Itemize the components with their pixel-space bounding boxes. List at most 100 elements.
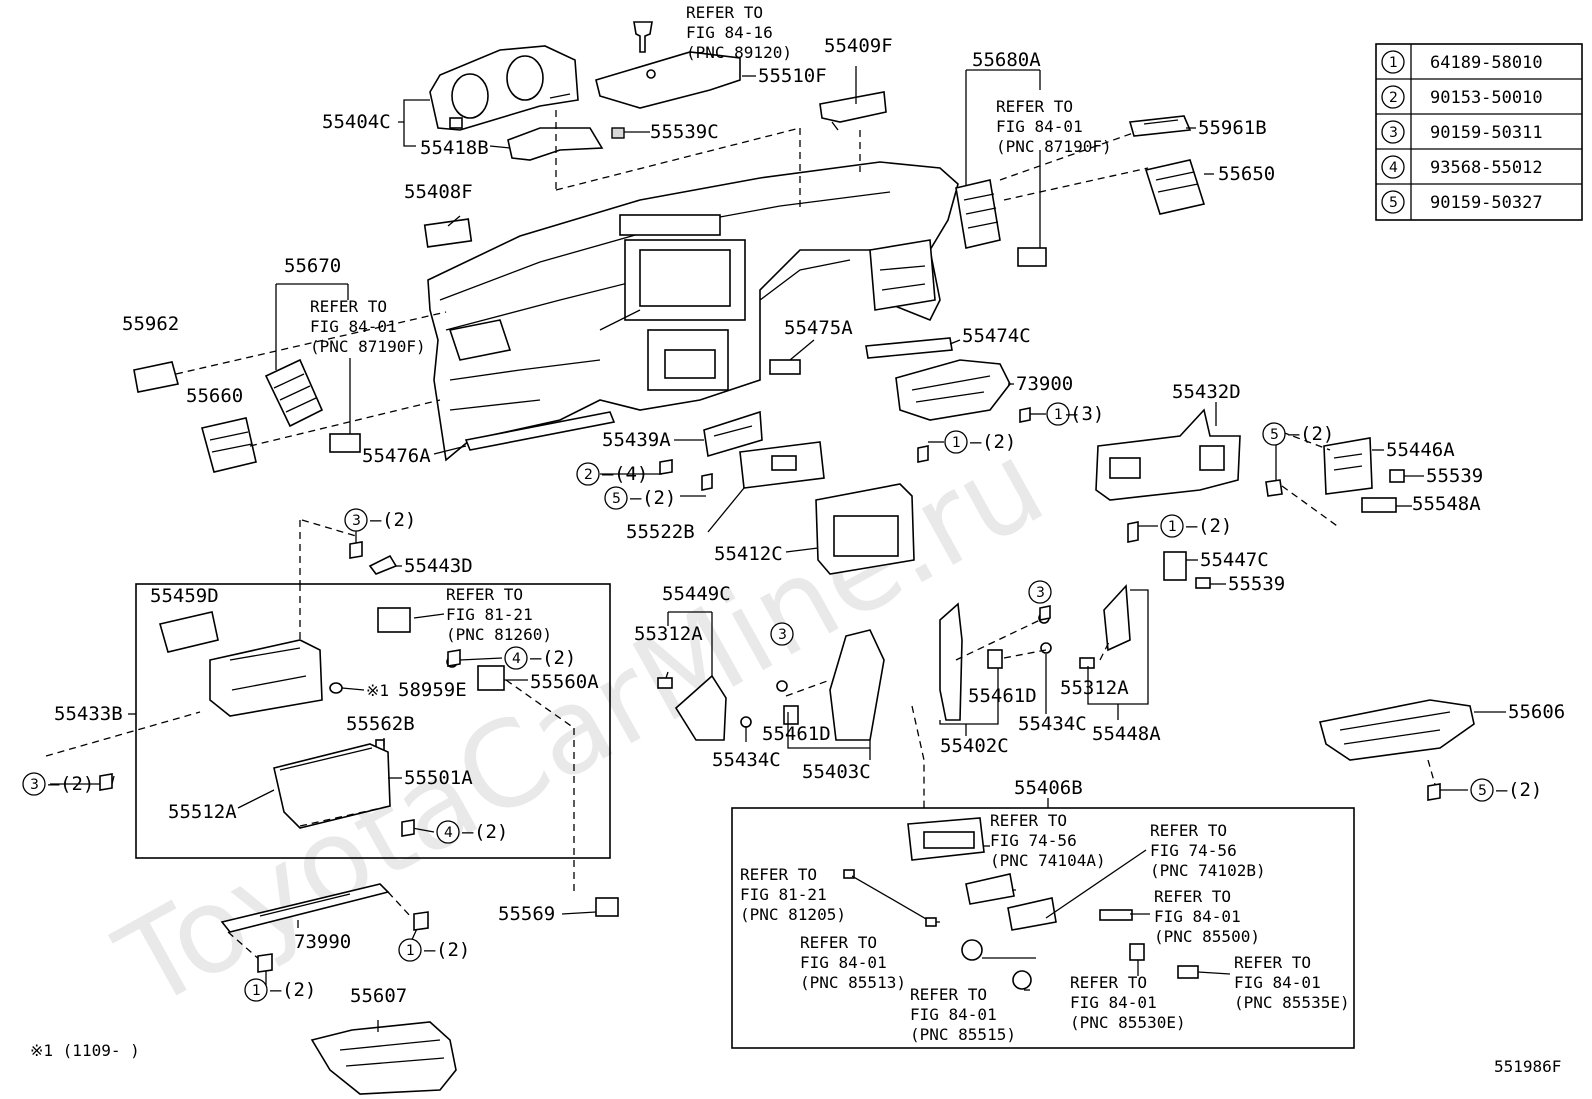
bulb-85530e	[1129, 943, 1145, 961]
side-defroster-right-drawing	[1128, 115, 1192, 137]
fastener-callouts: 1 (3) – 1 –(2) 2 –(4) 5 –(2) 5 –(2) 1 –(…	[22, 402, 1542, 1002]
label-55412c: 55412C	[714, 543, 783, 565]
svg-text:REFER TO: REFER TO	[740, 865, 817, 884]
footnote: ※1 (1109- )	[30, 1041, 140, 1060]
meter-cover-drawing	[507, 127, 604, 161]
label-55447c: 55447C	[1200, 549, 1269, 571]
svg-text:FIG 84-16: FIG 84-16	[686, 23, 773, 42]
svg-text:1: 1	[406, 943, 415, 959]
label-55607: 55607	[350, 985, 407, 1007]
label-55539-a: 55539	[1426, 465, 1483, 487]
svg-text:5: 5	[1478, 783, 1487, 799]
bracket-55475a	[769, 359, 801, 375]
ref-85515: REFER TO FIG 84-01 (PNC 85515)	[910, 985, 1016, 1044]
label-55962: 55962	[122, 313, 179, 335]
svg-text:(PNC 85530E): (PNC 85530E)	[1070, 1013, 1186, 1032]
ref-85500: REFER TO FIG 84-01 (PNC 85500)	[1154, 887, 1260, 946]
table-row: 5 90159-50327	[1381, 190, 1543, 214]
svg-text:1: 1	[952, 435, 961, 451]
label-55433b: 55433B	[54, 703, 123, 725]
center-vent-right-drawing	[955, 179, 1001, 249]
svg-text:(PNC 81205): (PNC 81205)	[740, 905, 846, 924]
svg-text:3: 3	[352, 513, 361, 529]
svg-text:–: –	[270, 979, 282, 1001]
center-bezel-drawing	[815, 483, 915, 575]
svg-text:FIG 74-56: FIG 74-56	[990, 831, 1077, 850]
side-vent-left-drawing	[201, 417, 257, 473]
label-55408f: 55408F	[404, 181, 473, 203]
svg-text:REFER TO: REFER TO	[990, 811, 1067, 830]
label-55539-b: 55539	[1228, 573, 1285, 595]
svg-text:(2): (2)	[1300, 423, 1334, 445]
label-55961b: 55961B	[1198, 117, 1267, 139]
trim-strip-55474c	[865, 337, 953, 359]
svg-text:–: –	[462, 821, 474, 843]
svg-text:1: 1	[1389, 55, 1398, 71]
label-55434c-b: 55434C	[1018, 713, 1087, 735]
label-55512a: 55512A	[168, 801, 237, 823]
svg-text:–: –	[1186, 515, 1198, 537]
label-55560a: 55560A	[530, 671, 599, 693]
socket-85515	[1012, 970, 1032, 990]
label-55501a: 55501A	[404, 767, 473, 789]
label-55446a: 55446A	[1386, 439, 1455, 461]
label-55569: 55569	[498, 903, 555, 925]
svg-text:FIG 84-01: FIG 84-01	[1154, 907, 1241, 926]
svg-text:–: –	[602, 463, 614, 485]
svg-text:–: –	[1496, 779, 1508, 801]
part-number: 93568-55012	[1430, 158, 1543, 178]
clip-58959e	[329, 682, 343, 694]
label-55461d-b: 55461D	[968, 685, 1037, 707]
center-vent-drawing	[703, 410, 763, 458]
table-row: 3 90159-50311	[1381, 120, 1543, 144]
svg-text:(PNC 74104A): (PNC 74104A)	[990, 851, 1106, 870]
svg-text:REFER TO: REFER TO	[1150, 821, 1227, 840]
clip-55569	[595, 897, 619, 917]
svg-text:(4): (4)	[614, 463, 648, 485]
label-55434c-a: 55434C	[712, 749, 781, 771]
svg-text:REFER TO: REFER TO	[686, 3, 763, 22]
label-55670: 55670	[284, 255, 341, 277]
svg-text:FIG 84-01: FIG 84-01	[310, 317, 397, 336]
svg-text:(PNC 74102B): (PNC 74102B)	[1150, 861, 1266, 880]
parts-table: 1 64189-58010 2 90153-50010 3 90159-5031…	[1375, 43, 1583, 221]
svg-text:FIG 84-01: FIG 84-01	[1234, 973, 1321, 992]
table-row: 2 90153-50010	[1381, 85, 1543, 109]
reference-notes: REFER TO FIG 84-16 (PNC 89120) REFER TO …	[310, 3, 1350, 1044]
lower-panel-right-drawing	[1095, 408, 1241, 501]
part-labels: 55404C 55418B 55510F 55539C 55409F 55680…	[54, 35, 1565, 1007]
svg-text:(PNC 87190F): (PNC 87190F)	[996, 137, 1112, 156]
wire-81205	[843, 869, 937, 927]
part-number: 64189-58010	[1430, 53, 1543, 73]
label-55475a: 55475A	[784, 317, 853, 339]
label-55474c: 55474C	[962, 325, 1031, 347]
svg-text:1: 1	[1168, 519, 1177, 535]
label-55562b: 55562B	[346, 713, 415, 735]
side-panel-55448a	[1103, 584, 1131, 652]
switch-group-frame	[731, 807, 1355, 1049]
clip-55312a-a	[657, 677, 673, 689]
svg-text:REFER TO: REFER TO	[1070, 973, 1147, 992]
label-55449c: 55449C	[662, 583, 731, 605]
label-55409f: 55409F	[824, 35, 893, 57]
label-55680a: 55680A	[972, 49, 1041, 71]
svg-text:(PNC 85513): (PNC 85513)	[800, 973, 906, 992]
label-73900: 73900	[1016, 373, 1073, 395]
svg-text:REFER TO: REFER TO	[446, 585, 523, 604]
svg-text:REFER TO: REFER TO	[996, 97, 1073, 116]
label-55402c: 55402C	[940, 735, 1009, 757]
svg-text:FIG 74-56: FIG 74-56	[1150, 841, 1237, 860]
svg-text:(2): (2)	[60, 773, 94, 795]
svg-text:1: 1	[1054, 407, 1063, 423]
clip-55539-b	[1195, 577, 1211, 589]
side-panel-55402c	[939, 602, 963, 721]
center-vent-left-drawing	[264, 358, 324, 428]
clip-55434c-a	[740, 716, 752, 728]
svg-text:(2): (2)	[382, 509, 416, 531]
label-mark1: ※1	[366, 681, 389, 700]
svg-text:FIG 84-01: FIG 84-01	[1070, 993, 1157, 1012]
svg-text:3: 3	[1036, 585, 1045, 601]
svg-text:(2): (2)	[436, 939, 470, 961]
